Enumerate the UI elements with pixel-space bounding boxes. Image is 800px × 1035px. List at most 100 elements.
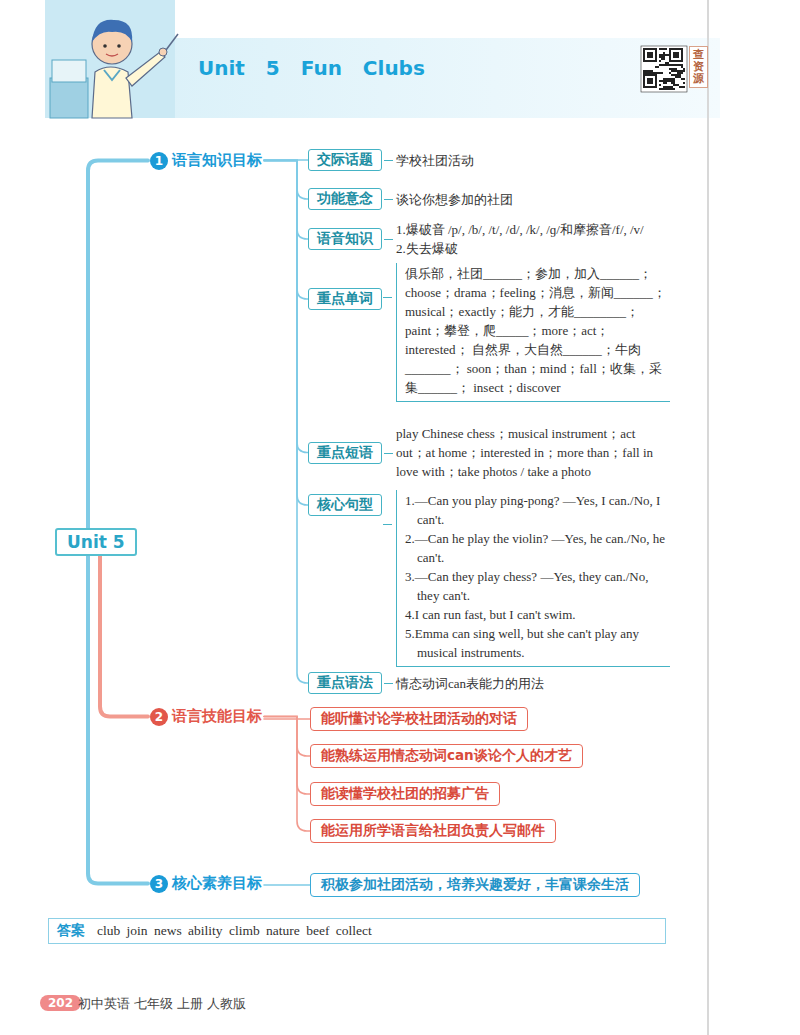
qr-module xyxy=(649,70,651,72)
qr-module xyxy=(673,88,675,90)
qr-module xyxy=(659,54,661,56)
topic-content: play Chinese chess；musical instrument；ac… xyxy=(396,424,661,481)
box-label: Unit 5 xyxy=(67,532,125,552)
content-text: 2.失去爆破 xyxy=(396,239,661,258)
skill-box: 能读懂学校社团的招募广告 xyxy=(310,782,500,806)
qr-module xyxy=(673,80,675,82)
qr-module xyxy=(677,72,679,74)
qr-module xyxy=(667,62,669,64)
resource-tag: 查资源 xyxy=(689,46,708,88)
qr-module xyxy=(667,54,669,56)
content-text: 1.爆破音 /p/, /b/, /t/, /d/, /k/, /ɡ/和摩擦音/f… xyxy=(396,220,661,239)
tree-connector xyxy=(88,556,148,884)
qr-module xyxy=(677,84,679,86)
qr-module xyxy=(675,76,677,78)
topic-tag: 重点语法 xyxy=(308,672,382,694)
qr-module xyxy=(645,76,655,86)
qr-module xyxy=(677,76,679,78)
content-text: 4.I can run fast, but I can't swim. xyxy=(405,605,670,624)
content-text: 情态动词can表能力的用法 xyxy=(396,674,661,693)
qr-module xyxy=(681,86,683,88)
qr-module xyxy=(663,56,665,58)
topic-item: 重点单词俱乐部，社团______；参加，加入______； choose；dra… xyxy=(308,263,670,402)
content-text: 5.Emma can sing well, but she can't play… xyxy=(405,624,670,662)
qr-module xyxy=(677,70,679,72)
tree-connector xyxy=(88,161,148,529)
qr-module xyxy=(673,78,675,80)
qr-module xyxy=(683,70,685,72)
qr-module xyxy=(661,48,663,50)
topic-item: 重点语法情态动词can表能力的用法 xyxy=(308,672,661,694)
qr-module xyxy=(675,68,677,70)
qr-module xyxy=(669,72,671,74)
topic-item: 功能意念谈论你想参加的社团 xyxy=(308,188,661,210)
box-label: 积极参加社团活动，培养兴趣爱好，丰富课余生活 xyxy=(321,876,629,892)
qr-module xyxy=(671,82,673,84)
qr-module xyxy=(645,72,647,74)
qr-module xyxy=(659,56,661,58)
tree-connector xyxy=(264,717,310,832)
qr-module xyxy=(647,52,653,58)
qr-module xyxy=(667,80,669,82)
topic-tag: 核心句型 xyxy=(308,494,382,516)
topic-tag: 语音知识 xyxy=(308,228,382,250)
answer-box: 答案club join news ability climb nature be… xyxy=(48,918,666,944)
page-edge xyxy=(707,0,709,1035)
qr-module xyxy=(667,78,669,80)
goal-heading: 1语言知识目标 xyxy=(148,150,264,171)
qr-module xyxy=(669,78,671,80)
page-number: 202 xyxy=(40,995,81,1011)
qr-module xyxy=(665,62,667,64)
qr-module xyxy=(671,74,673,76)
topic-tag: 功能意念 xyxy=(308,188,382,210)
skill-box: 能熟练运用情态动词can谈论个人的才艺 xyxy=(310,744,583,768)
qr-module xyxy=(659,88,661,90)
tree-connector xyxy=(264,161,308,300)
qr-module xyxy=(663,54,665,56)
qr-module xyxy=(681,70,683,72)
qr-module xyxy=(683,78,685,80)
qr-module xyxy=(675,70,677,72)
qr-module xyxy=(671,86,673,88)
qr-module xyxy=(657,66,659,68)
qr-module xyxy=(647,78,653,84)
qr-module xyxy=(679,70,681,72)
qr-module xyxy=(653,72,655,74)
topic-item: 重点短语play Chinese chess；musical instrumen… xyxy=(308,424,661,481)
qr-module xyxy=(675,64,677,66)
tree-connector xyxy=(264,884,310,886)
qr-module xyxy=(671,50,681,60)
qr-module xyxy=(669,48,683,62)
box-label: 能运用所学语言给社团负责人写邮件 xyxy=(321,822,545,838)
qr-module xyxy=(647,72,649,74)
skill-box: 能运用所学语言给社团负责人写邮件 xyxy=(310,819,556,843)
qr-module xyxy=(667,86,669,88)
goal-heading: 3核心素养目标 xyxy=(148,873,264,894)
qr-module xyxy=(665,48,667,50)
qr-module xyxy=(665,64,667,66)
qr-module xyxy=(665,82,667,84)
goal-number: 2 xyxy=(150,708,168,726)
qr-module xyxy=(663,78,665,80)
illustration-ground xyxy=(45,0,175,118)
qr-module xyxy=(661,56,663,58)
qr-module xyxy=(673,82,675,84)
topic-content: 谈论你想参加的社团 xyxy=(396,190,661,209)
qr-module xyxy=(665,54,667,56)
topic-tag: 重点单词 xyxy=(308,288,382,310)
tree-connector xyxy=(100,556,148,717)
box-label: 能熟练运用情态动词can谈论个人的才艺 xyxy=(321,747,572,763)
qr-module xyxy=(671,70,673,72)
qr-module xyxy=(661,80,663,82)
qr-module xyxy=(645,50,655,60)
content-text: 学校社团活动 xyxy=(396,151,661,170)
qr-module xyxy=(677,74,679,76)
qr-module xyxy=(673,74,675,76)
qr-module xyxy=(683,68,685,70)
topic-item: 核心句型1.—Can you play ping-pong? —Yes, I c… xyxy=(308,490,670,667)
qr-module xyxy=(659,60,661,62)
topic-content: 俱乐部，社团______；参加，加入______； choose；drama；f… xyxy=(396,263,670,402)
qr-module xyxy=(683,82,685,84)
tree-connector xyxy=(264,161,308,240)
qr-module xyxy=(673,68,675,70)
